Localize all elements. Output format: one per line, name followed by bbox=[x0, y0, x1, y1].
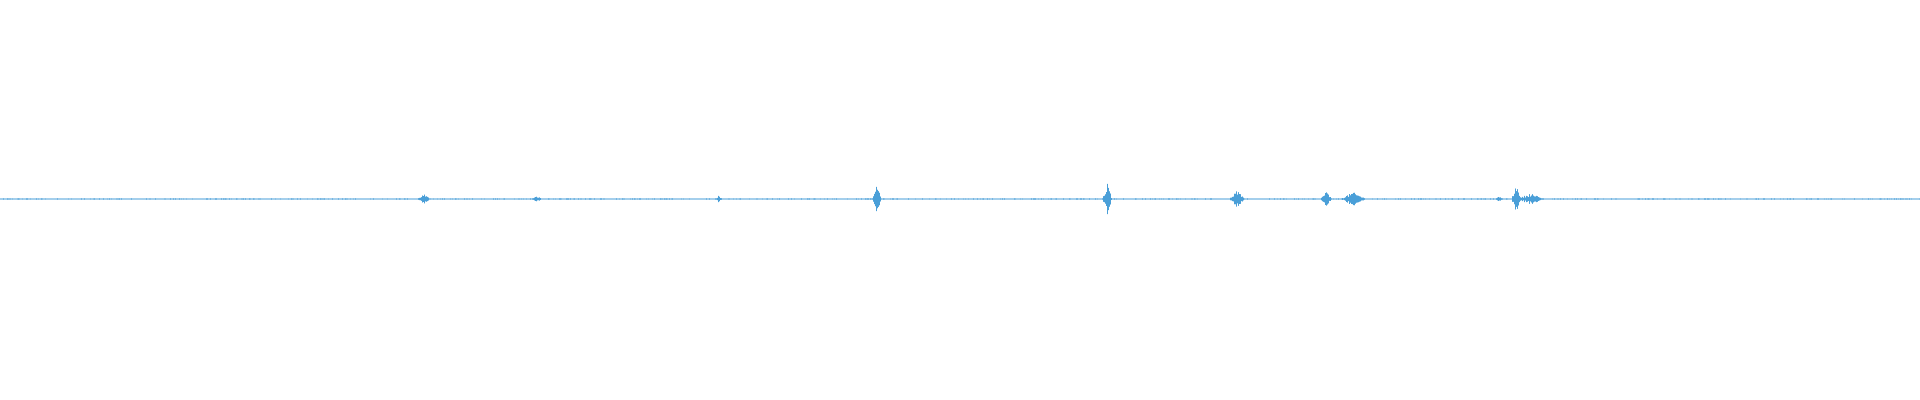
waveform-trace bbox=[0, 183, 1920, 215]
